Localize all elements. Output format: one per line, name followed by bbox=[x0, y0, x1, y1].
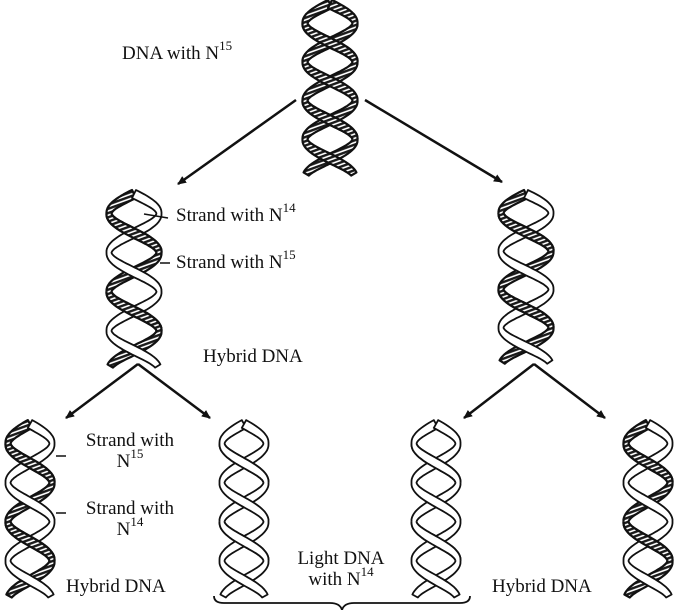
strand-a-light-n14 bbox=[4, 419, 56, 599]
superscript: 15 bbox=[219, 37, 233, 53]
arrow-gen1-left-to-gen2-1 bbox=[65, 363, 139, 419]
label-line1: Strand with bbox=[85, 430, 175, 451]
arrow-gen1-right-to-gen2-4 bbox=[533, 363, 606, 419]
dna-parent-heavy bbox=[301, 0, 359, 177]
superscript: 15 bbox=[282, 246, 296, 262]
dna-gen2-2-light bbox=[218, 419, 270, 599]
arrows bbox=[65, 98, 606, 419]
label-text: with N bbox=[308, 569, 361, 590]
arrow-parent-to-gen1-left bbox=[177, 98, 297, 186]
light-dna-brace bbox=[213, 595, 471, 610]
label-text: Strand with N bbox=[176, 205, 283, 226]
strand-a-light-n14 bbox=[105, 189, 163, 369]
label-strand-n14: Strand with N14 bbox=[176, 201, 296, 226]
label-text: DNA with N bbox=[122, 43, 220, 64]
label-line2: with N14 bbox=[276, 565, 406, 590]
strand-a-light-n14 bbox=[410, 419, 462, 599]
label-line1: Strand with bbox=[85, 498, 175, 519]
superscript: 14 bbox=[130, 513, 144, 529]
leader-line-n14 bbox=[143, 213, 169, 219]
arrow-parent-to-gen1-right bbox=[364, 98, 503, 184]
label-hybrid-dna-gen2-right: Hybrid DNA bbox=[492, 576, 592, 597]
label-line1: Light DNA bbox=[297, 548, 385, 569]
dna-gen2-4-hybrid bbox=[622, 419, 674, 599]
label-parent-dna: DNA with N15 bbox=[122, 39, 232, 64]
label-line2: N15 bbox=[70, 447, 190, 472]
dna-gen1-left-hybrid bbox=[105, 188, 163, 369]
label-line2: N14 bbox=[70, 515, 190, 540]
label-text: N bbox=[116, 519, 131, 540]
superscript: 14 bbox=[360, 563, 374, 579]
dna-gen2-1-hybrid bbox=[4, 419, 56, 599]
strand-a-heavy-n15 bbox=[301, 0, 359, 177]
label-hybrid-dna-gen2-left: Hybrid DNA bbox=[66, 576, 166, 597]
strand-a-light-n14 bbox=[497, 189, 555, 365]
label-text: N bbox=[116, 451, 131, 472]
label-hybrid-dna-gen1: Hybrid DNA bbox=[203, 346, 303, 367]
dna-gen2-3-light bbox=[410, 419, 462, 599]
strand-a-light-n14 bbox=[218, 419, 270, 599]
dna-gen1-right-hybrid bbox=[497, 188, 555, 366]
label-strand-n15: Strand with N15 bbox=[176, 248, 296, 273]
label-gen2-strand-n15: Strand with N15 bbox=[70, 430, 190, 472]
superscript: 14 bbox=[282, 199, 296, 215]
label-gen2-strand-n14: Strand with N14 bbox=[70, 498, 190, 540]
arrow-gen1-left-to-gen2-2 bbox=[137, 363, 211, 419]
superscript: 15 bbox=[130, 445, 144, 461]
label-text: Strand with N bbox=[176, 252, 283, 273]
arrow-gen1-right-to-gen2-3 bbox=[463, 363, 535, 419]
strand-a-light-n14 bbox=[622, 419, 674, 599]
label-light-dna: Light DNA with N14 bbox=[276, 548, 406, 590]
